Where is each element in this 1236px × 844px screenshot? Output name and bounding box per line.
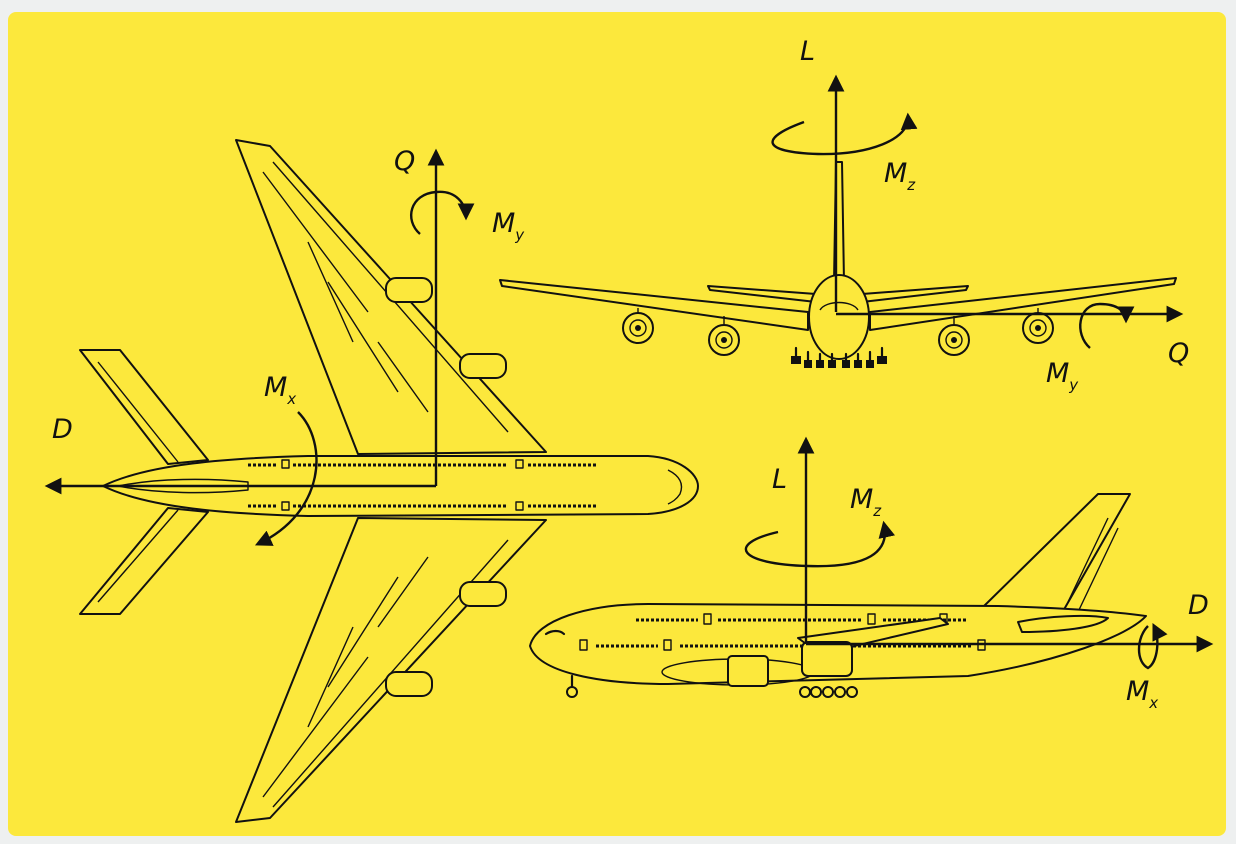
top-view-my-rotation-arrow <box>410 190 475 235</box>
front-view-engine <box>938 324 970 356</box>
side-view-aircraft <box>529 493 1147 698</box>
front-view-aircraft <box>499 161 1177 368</box>
front-view-engine <box>1022 312 1054 344</box>
top-view-my-label: My <box>492 208 525 244</box>
front-view-my-rotation-arrow <box>1079 302 1135 349</box>
front-view-engine <box>622 312 654 344</box>
top-view-mx-rotation-arrow <box>254 411 318 546</box>
front-view-engine <box>708 324 740 356</box>
front-view-mz-label: Mz <box>884 158 916 194</box>
front-view-right-wing <box>869 277 1177 331</box>
front-view-fuselage <box>808 274 870 360</box>
front-view-l-label: L <box>800 36 815 67</box>
top-view-engine <box>459 353 507 379</box>
side-view-mx-label: Mx <box>1126 676 1158 712</box>
front-view-left-wing <box>499 279 809 331</box>
side-view-mz-rotation-arrow <box>744 520 896 568</box>
side-view-mx-rotation-arrow <box>1137 622 1168 670</box>
front-view-my-label: My <box>1046 358 1079 394</box>
side-view-landing-gear <box>566 674 858 698</box>
side-view-engine <box>801 641 853 677</box>
front-view-mz-rotation-arrow <box>771 112 918 156</box>
background <box>8 12 1226 836</box>
top-view-q-label: Q <box>394 146 415 177</box>
front-view-q-label: Q <box>1168 338 1189 369</box>
aircraft-forces-diagram: Q My Mx D <box>8 12 1226 836</box>
top-view-engine <box>385 671 433 697</box>
top-view-engine <box>459 581 507 607</box>
front-view-landing-gear <box>791 346 887 368</box>
top-view-d-label: D <box>52 414 73 445</box>
top-view-mx-label: Mx <box>264 372 296 408</box>
side-view-mz-label: Mz <box>850 484 882 520</box>
side-view-engine <box>727 655 769 687</box>
top-view-engine <box>385 277 433 303</box>
top-view-aircraft <box>79 139 699 823</box>
diagram-frame: Q My Mx D <box>8 12 1226 836</box>
side-view-l-label: L <box>772 464 787 495</box>
top-view-lower-stabilizer <box>79 507 209 615</box>
side-view-d-label: D <box>1188 590 1209 621</box>
